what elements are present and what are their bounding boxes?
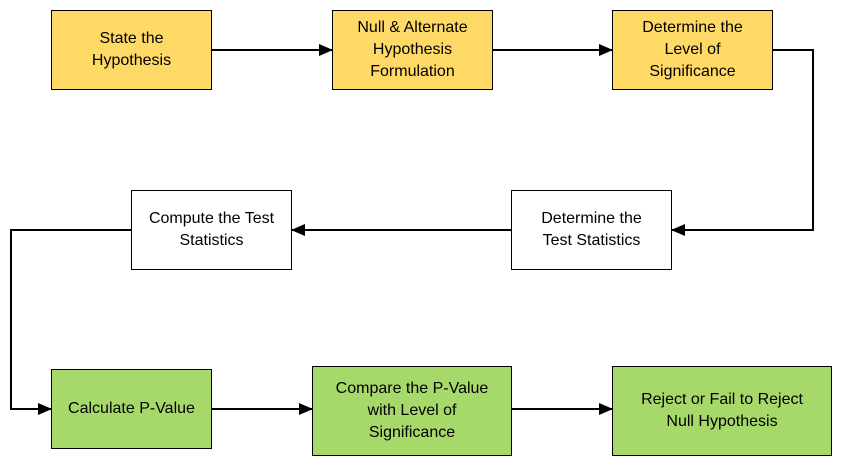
node-level-of-significance: Determine the Level of Significance [612, 10, 773, 90]
node-calculate-p-value: Calculate P-Value [51, 369, 212, 449]
node-reject-or-fail: Reject or Fail to Reject Null Hypothesis [612, 366, 832, 456]
arrow-significance-to-determine [671, 49, 814, 236]
node-compute-test-statistics: Compute the Test Statistics [131, 190, 292, 270]
arrow-compute-to-calculate [10, 229, 131, 415]
node-state-hypothesis: State the Hypothesis [51, 10, 212, 90]
node-determine-test-statistics: Determine the Test Statistics [511, 190, 672, 270]
node-compare-p-value: Compare the P-Value with Level of Signif… [312, 366, 512, 456]
node-null-alternate-formulation: Null & Alternate Hypothesis Formulation [332, 10, 493, 90]
